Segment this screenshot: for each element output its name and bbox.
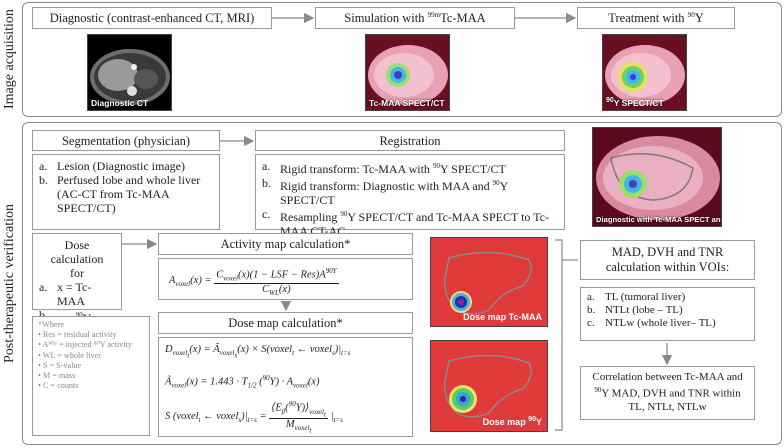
simulation-label-pre: Simulation with bbox=[344, 11, 428, 26]
mad-item-ntlw: c.NTLw (whole liver– TL) bbox=[587, 317, 716, 329]
treatment-label-post: Y bbox=[694, 11, 704, 26]
activity-map-equation: Avoxel(x) = Cvoxel(x)(1 − LSF − Res)A90Y… bbox=[169, 267, 339, 297]
correlation-box: Correlation between Tc-MAA and 90Y MAD, … bbox=[580, 366, 755, 420]
y90-caption-iso: 90 bbox=[606, 97, 614, 105]
diagnostic-ct-drawing bbox=[90, 49, 170, 105]
where-item-c: • C = counts bbox=[38, 381, 79, 391]
registration-title-box: Registration bbox=[255, 130, 565, 151]
tc-maa-spect-drawing bbox=[368, 45, 448, 105]
dose-map-y90-image: Dose map 90Y bbox=[430, 340, 548, 432]
mad-list-box: a.TL (tumoral liver) b.NTLt (lobe – TL) … bbox=[580, 287, 755, 341]
activity-map-equation-box: Avoxel(x) = Cvoxel(x)(1 − LSF − Res)A90Y… bbox=[158, 258, 413, 300]
where-item-a90y: • A⁹⁰ʸ = injected ⁹⁰Y activity bbox=[38, 340, 132, 350]
where-item-m: • M = mass bbox=[38, 371, 76, 381]
dose-calc-box: Dose calculation for a. x = Tc-MAA b. x … bbox=[32, 233, 122, 325]
dose-calc-item-a: a. x = Tc-MAA bbox=[39, 280, 92, 308]
diagnostic-ct-caption: Diagnostic CT bbox=[91, 98, 149, 108]
registration-fused-caption: Diagnostic with Tc-MAA SPECT and WL bbox=[596, 215, 721, 224]
y90-spect-image: 90Y SPECT/CT bbox=[602, 34, 687, 111]
segmentation-item-a: a. Lesion (Diagnostic image) bbox=[39, 159, 185, 173]
segmentation-title-box: Segmentation (physician) bbox=[32, 130, 220, 151]
y90-caption-text: Y SPECT/CT bbox=[613, 98, 664, 108]
mad-title-box: MAD, DVH and TNR calculation within VOIs… bbox=[580, 240, 755, 280]
dose-map-title: Dose map calculation* bbox=[228, 316, 343, 330]
segmentation-list-box: a. Lesion (Diagnostic image) b. Perfused… bbox=[32, 154, 220, 230]
dose-equation-1: Dvoxelt(x) = Ãvoxels(x) × S(voxelt ← vox… bbox=[165, 344, 351, 360]
diagnostic-box: Diagnostic (contrast-enhanced CT, MRI) bbox=[32, 7, 272, 29]
correlation-line-1: Correlation between Tc-MAA and bbox=[592, 371, 743, 383]
tc-maa-spect-caption: Tc-MAA SPECT/CT bbox=[369, 98, 445, 108]
where-item-res: • Res = residual activity bbox=[38, 330, 117, 340]
treatment-label-pre: Treatment with bbox=[608, 11, 688, 26]
activity-map-title-box: Activity map calculation* bbox=[158, 233, 413, 255]
dose-map-tc-image: Dose map Tc-MAA bbox=[430, 237, 548, 327]
where-legend-box: *Where • Res = residual activity • A⁹⁰ʸ … bbox=[32, 316, 150, 436]
registration-item-c: c. Resampling 90Y SPECT/CT and Tc-MAA SP… bbox=[262, 207, 550, 238]
correlation-line-2: 90Y MAD, DVH and TNR within bbox=[594, 386, 741, 400]
simulation-label-post: Tc-MAA bbox=[440, 11, 486, 26]
dose-map-y90-drawing bbox=[444, 354, 532, 418]
tc-maa-spect-image: Tc-MAA SPECT/CT bbox=[365, 34, 450, 111]
mad-item-tl: a.TL (tumoral liver) bbox=[587, 291, 686, 303]
dose-map-tc-caption: Dose map Tc-MAA bbox=[463, 312, 542, 322]
dose-map-equation-box: Dvoxelt(x) = Ãvoxels(x) × S(voxelt ← vox… bbox=[158, 337, 413, 437]
where-header: *Where bbox=[38, 320, 64, 329]
y90-spect-caption: 90Y SPECT/CT bbox=[606, 97, 664, 108]
dose-map-tc-drawing bbox=[444, 251, 532, 315]
registration-list-box: a. Rigid transform: Tc-MAA with 90Y SPEC… bbox=[255, 154, 565, 238]
dose-calc-title-1: Dose calculation bbox=[50, 238, 104, 266]
registration-item-b: b. Rigid transform: Diagnostic with MAA … bbox=[262, 176, 508, 207]
diagnostic-label: Diagnostic (contrast-enhanced CT, MRI) bbox=[49, 11, 255, 25]
dose-calc-title-2: for bbox=[70, 266, 84, 280]
diagnostic-ct-image: Diagnostic CT bbox=[87, 34, 172, 111]
treatment-box: Treatment with 90Y bbox=[577, 7, 735, 29]
correlation-line-3: TL, NTLt, NTLw bbox=[628, 400, 707, 413]
mad-title: MAD, DVH and TNR calculation within VOIs… bbox=[605, 245, 730, 274]
dose-equation-3: S (voxelt ← voxels)|t=s = ⟨Eβ(90Y)⟩voxel… bbox=[165, 400, 343, 435]
dose-map-title-box: Dose map calculation* bbox=[158, 312, 413, 334]
segmentation-item-b: b. Perfused lobe and whole liver (AC-CT … bbox=[39, 173, 201, 215]
activity-map-title: Activity map calculation* bbox=[220, 237, 351, 251]
simulation-box: Simulation with 99mTc-MAA bbox=[315, 7, 515, 29]
where-item-s: • S = S-value bbox=[38, 360, 82, 370]
where-item-wl: • WL = whole liver bbox=[38, 350, 101, 360]
dose-equation-2: Ãvoxel(x) = 1.443 · T1/2 (90Y) · Avoxel(… bbox=[165, 374, 320, 390]
y90-spect-drawing bbox=[605, 45, 685, 105]
registration-title: Registration bbox=[379, 134, 441, 148]
simulation-label-iso: 99m bbox=[427, 11, 441, 19]
segmentation-title: Segmentation (physician) bbox=[61, 134, 191, 148]
registration-fused-drawing bbox=[596, 136, 720, 220]
registration-fused-image: Diagnostic with Tc-MAA SPECT and WL bbox=[592, 127, 722, 227]
registration-item-a: a. Rigid transform: Tc-MAA with 90Y SPEC… bbox=[262, 159, 506, 176]
mad-item-ntlt: b.NTLt (lobe – TL) bbox=[587, 304, 683, 316]
bracket-dose-images bbox=[555, 239, 563, 431]
dose-map-y90-caption: Dose map 90Y bbox=[482, 416, 542, 427]
treatment-label-iso: 90 bbox=[687, 11, 695, 19]
